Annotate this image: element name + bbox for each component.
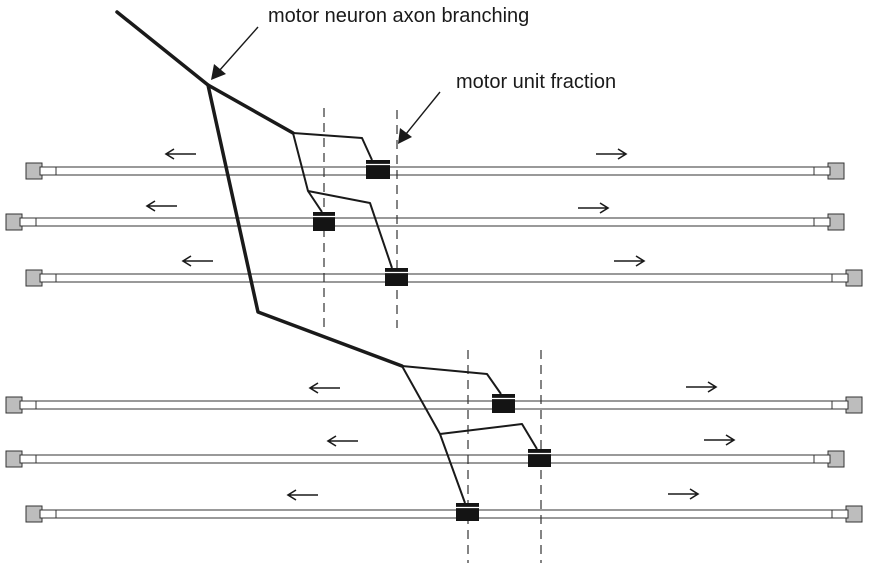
- muscle-fiber: [25, 505, 863, 523]
- motor-end-plate: [385, 268, 408, 286]
- axon-branch: [439, 423, 538, 450]
- motor-end-plate: [313, 212, 335, 231]
- muscle-fiber: [5, 213, 845, 231]
- right-arrow-icon: [614, 255, 646, 267]
- motor-end-plate: [528, 449, 551, 467]
- left-arrow-icon: [326, 435, 358, 447]
- motor-end-plate: [456, 503, 479, 521]
- left-arrow-icon: [286, 489, 318, 501]
- right-arrow-icon: [686, 381, 718, 393]
- upper-fiber-group: [5, 162, 863, 287]
- left-arrow-icon: [181, 255, 213, 267]
- motor-end-plate: [492, 394, 515, 413]
- upper-axon-branches: [292, 132, 393, 269]
- axon-branching-label: motor neuron axon branching: [268, 5, 529, 27]
- motor-neuron-axon: [115, 10, 404, 368]
- left-arrow-icon: [145, 200, 177, 212]
- left-arrow-icon: [164, 148, 196, 160]
- axon-branching-pointer: [211, 26, 259, 80]
- muscle-fiber: [25, 269, 863, 287]
- muscle-fiber: [25, 162, 845, 180]
- left-arrow-icon: [308, 382, 340, 394]
- motor-end-plate: [366, 160, 390, 179]
- axon-branch-upper-trunk: [206, 83, 295, 135]
- lower-axon-branches: [401, 365, 538, 504]
- fraction-boundaries: [323, 108, 542, 563]
- axon-branch: [401, 365, 466, 504]
- muscle-fiber: [5, 450, 845, 468]
- lower-fiber-group: [5, 396, 863, 523]
- motor-unit-fraction-pointer: [398, 91, 441, 144]
- motor-end-plates: [313, 160, 551, 521]
- axon-branch: [307, 190, 393, 269]
- right-arrow-icon: [668, 488, 700, 500]
- direction-arrows: [145, 148, 736, 501]
- right-arrow-icon: [704, 434, 736, 446]
- right-arrow-icon: [596, 148, 628, 160]
- motor-unit-fraction-label: motor unit fraction: [456, 71, 616, 93]
- right-arrow-icon: [578, 202, 610, 214]
- axon-branch: [292, 132, 373, 161]
- muscle-fiber: [5, 396, 863, 414]
- axon-branch: [401, 365, 502, 395]
